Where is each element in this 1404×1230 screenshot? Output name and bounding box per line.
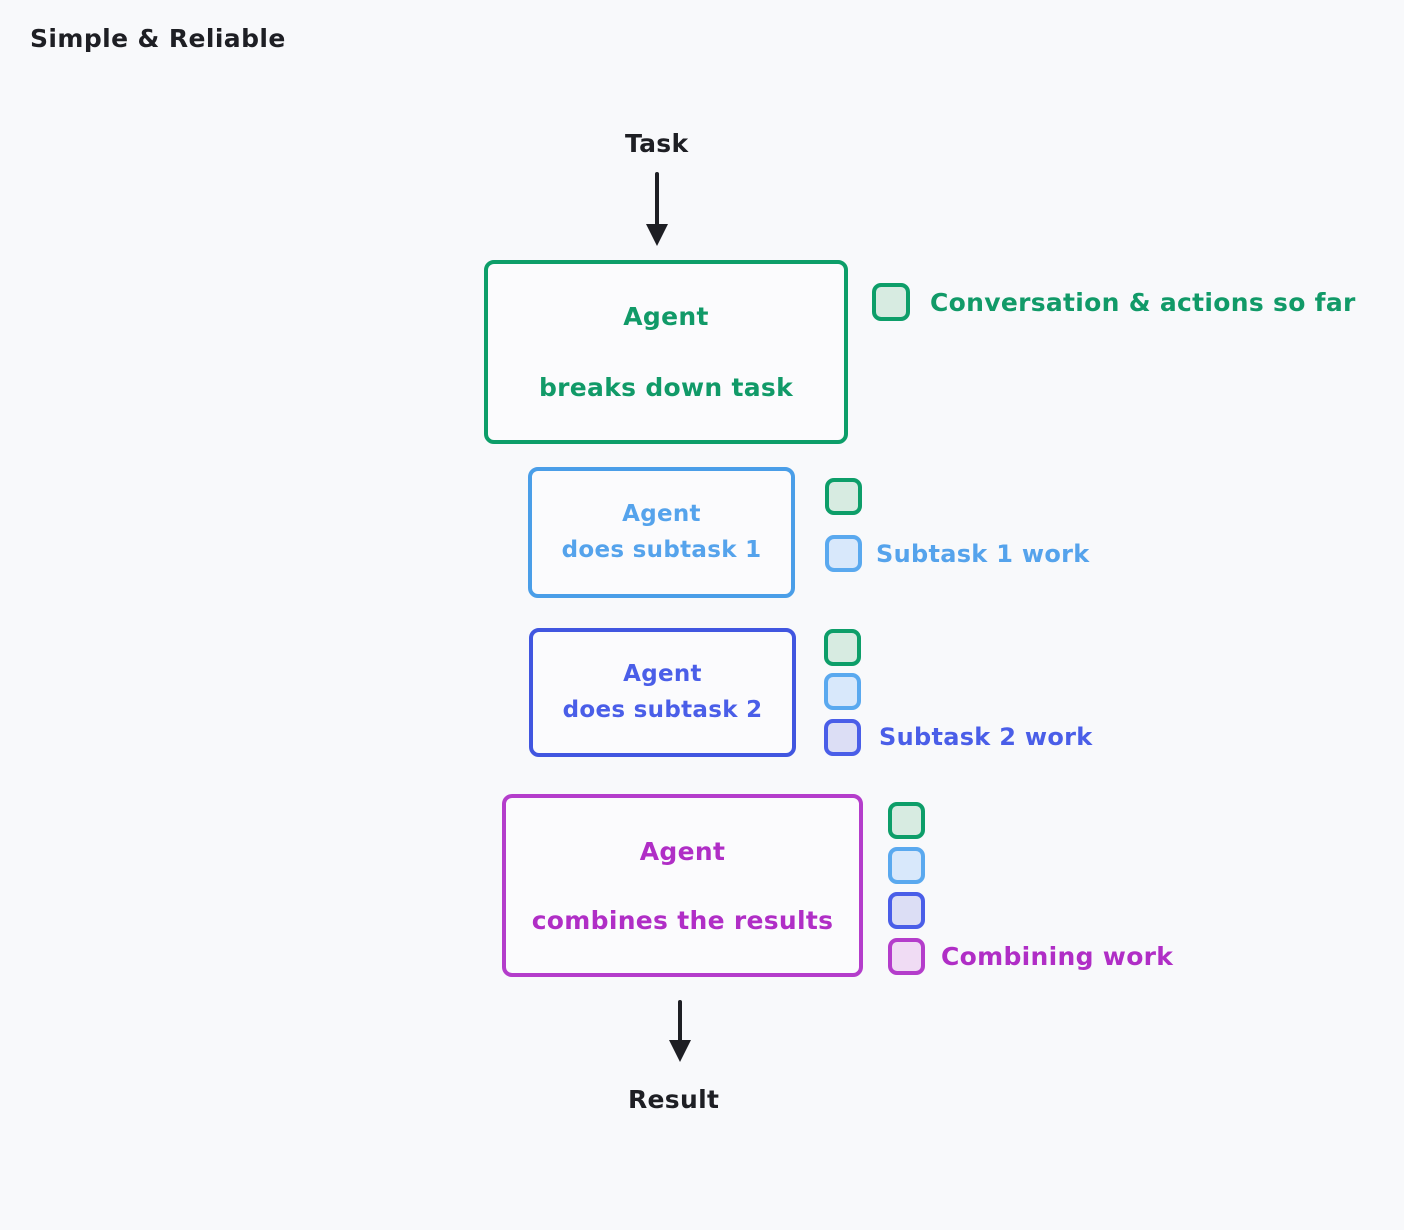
- agent-box-subtask1-line-2: does subtask 1: [561, 536, 762, 563]
- swatch-subtask2-royalblue: [824, 719, 861, 756]
- legend-label-conversation: Conversation & actions so far: [930, 288, 1356, 317]
- swatch-combine-lightblue: [888, 847, 925, 884]
- swatch-combine-royalblue: [888, 892, 925, 929]
- agent-box-subtask2[interactable]: Agent does subtask 2: [529, 628, 796, 757]
- agent-box-breakdown-line-1: Agent: [623, 302, 709, 331]
- agent-box-subtask2-line-1: Agent: [623, 660, 702, 687]
- arrow-down-icon-task: [646, 172, 668, 246]
- legend-label-subtask1-work: Subtask 1 work: [876, 540, 1090, 568]
- flow-input-label: Task: [625, 129, 689, 158]
- swatch-subtask1-lightblue: [825, 535, 862, 572]
- agent-box-breakdown-line-2: breaks down task: [538, 373, 794, 402]
- swatch-subtask2-lightblue: [824, 673, 861, 710]
- agent-box-combine-line-1: Agent: [639, 836, 726, 866]
- swatch-conversation-green: [872, 283, 910, 321]
- arrow-down-icon-result: [669, 1000, 691, 1062]
- agent-box-combine[interactable]: Agent combines the results: [502, 794, 863, 977]
- legend-label-combining-work: Combining work: [941, 942, 1174, 971]
- flow-output-label: Result: [628, 1085, 720, 1114]
- agent-box-breakdown[interactable]: Agent breaks down task: [484, 260, 848, 444]
- swatch-subtask1-green: [825, 478, 862, 515]
- swatch-combine-green: [888, 802, 925, 839]
- agent-box-subtask1-line-1: Agent: [622, 500, 701, 527]
- agent-box-combine-line-2: combines the results: [531, 905, 834, 935]
- swatch-combine-purple: [888, 938, 925, 975]
- agent-box-subtask1[interactable]: Agent does subtask 1: [528, 467, 795, 598]
- page-title: Simple & Reliable: [30, 24, 286, 53]
- legend-label-subtask2-work: Subtask 2 work: [879, 723, 1093, 751]
- swatch-subtask2-green: [824, 629, 861, 666]
- agent-box-subtask2-line-2: does subtask 2: [562, 696, 763, 723]
